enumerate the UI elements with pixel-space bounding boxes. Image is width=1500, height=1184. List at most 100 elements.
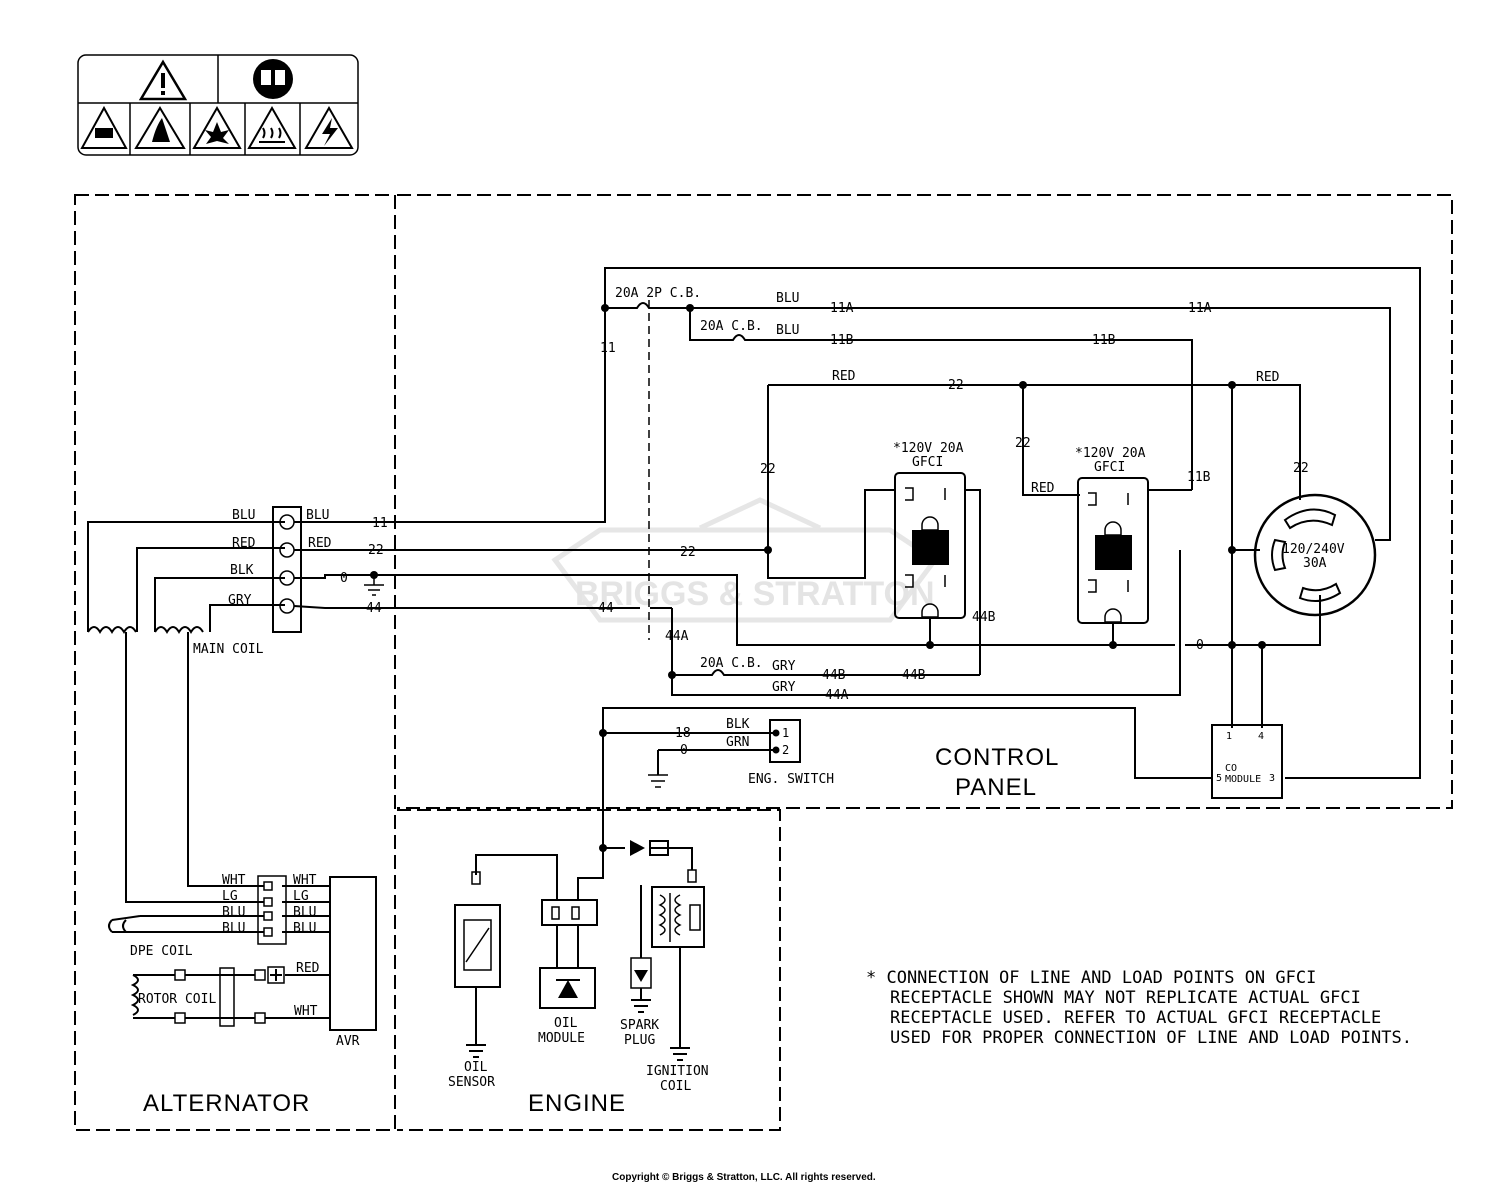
toxic-fumes-icon (80, 105, 128, 149)
label-pin: 3 (1269, 773, 1275, 784)
manual-book-icon (253, 59, 293, 99)
label-gfci: GFCI (912, 455, 943, 470)
co-module (602, 707, 1283, 848)
wire-label: 44A (825, 688, 849, 703)
wire-label: 11 (372, 516, 388, 531)
wire-label: 11B (830, 333, 854, 348)
wire-label: RED (1031, 481, 1055, 496)
label-spark-plug: PLUG (624, 1033, 655, 1048)
note-line: * CONNECTION OF LINE AND LOAD POINTS ON … (866, 968, 1316, 988)
label-gfci: GFCI (1094, 460, 1125, 475)
label-co-module: MODULE (1225, 774, 1261, 785)
wire-label: GRY (772, 680, 796, 695)
label-dpe-coil: DPE COIL (130, 944, 193, 959)
wire-label: 44B (902, 668, 926, 683)
label-pin: 5 (1216, 773, 1222, 784)
warning-triangle-icon (138, 59, 188, 101)
wire-label: 44 (598, 601, 614, 616)
label-gfci: *120V 20A (893, 441, 964, 456)
avr-section (108, 632, 377, 1031)
label-pin: 1 (1226, 731, 1232, 742)
main-coil (87, 521, 285, 634)
watermark: BRIGGS & STRATTON (551, 497, 939, 623)
wire-label: BLU (232, 508, 255, 523)
section-label-engine: ENGINE (528, 1090, 626, 1117)
label-co-module: CO (1225, 763, 1237, 774)
wire-label: LG (222, 889, 238, 904)
label-engine-switch: ENG. SWITCH (748, 772, 834, 787)
wire-label: 0 (680, 743, 688, 758)
label-breaker-20a: 20A C.B. (700, 656, 763, 671)
wire-label: 22 (680, 545, 696, 560)
wire-label: BLU (776, 323, 799, 338)
engine-switch (599, 719, 801, 788)
label-pin: 2 (782, 743, 789, 757)
wire-label: 44 (366, 601, 382, 616)
wire-label: WHT (293, 873, 317, 888)
wires-main (293, 267, 1421, 779)
label-ignition-coil: IGNITION (646, 1064, 709, 1079)
wire-label: LG (293, 889, 309, 904)
gfci-receptacle-1 (894, 472, 981, 675)
section-boundaries (74, 194, 1453, 1131)
label-oil-module: OIL (554, 1016, 578, 1031)
terminal-block (272, 506, 302, 633)
wire-label: 11A (1188, 301, 1212, 316)
wire-label: WHT (222, 873, 246, 888)
label-oil-sensor: SENSOR (448, 1075, 495, 1090)
wire-label: RED (232, 536, 256, 551)
wire-label: 22 (1293, 461, 1309, 476)
label-main-coil: MAIN COIL (193, 642, 264, 657)
wire-label: RED (1256, 370, 1280, 385)
wire-label: 11B (1092, 333, 1116, 348)
wire-label: 44B (822, 668, 846, 683)
wire-label: RED (308, 536, 332, 551)
footnote: * CONNECTION OF LINE AND LOAD POINTS ON … (866, 968, 1412, 1048)
wire-label: BLK (230, 563, 254, 578)
wire-label: 0 (1196, 638, 1204, 653)
hot-surface-icon (247, 105, 297, 149)
label-breaker-2p: 20A 2P C.B. (615, 286, 701, 301)
section-label-control-panel: CONTROL (935, 744, 1059, 771)
safety-symbols-panel (77, 54, 359, 156)
wire-label: BLU (293, 921, 316, 936)
copyright-notice: Copyright © Briggs & Stratton, LLC. All … (612, 1172, 876, 1183)
wire-label: 44A (665, 629, 689, 644)
label-ignition-coil: COIL (660, 1079, 691, 1094)
breaker-20a-bottom (668, 550, 1181, 696)
wire-label: BLU (222, 905, 245, 920)
twist-lock-receptacle (1228, 493, 1377, 728)
label-rotor-coil: ROTOR COIL (138, 992, 216, 1007)
gfci-receptacle-2 (1077, 477, 1192, 649)
wire-label: GRY (772, 659, 796, 674)
wire-label: BLK (726, 717, 750, 732)
label-twist-lock: 30A (1303, 556, 1327, 571)
wire-label: 11 (600, 341, 616, 356)
wire-label: GRN (726, 735, 749, 750)
wire-label: 44B (972, 610, 996, 625)
fire-icon (134, 106, 186, 149)
wire-label: GRY (228, 593, 252, 608)
engine-components (454, 840, 705, 1061)
wire-label: RED (296, 961, 320, 976)
wire-label: 22 (1015, 436, 1031, 451)
label-twist-lock: 120/240V (1282, 542, 1345, 557)
wire-label: BLU (293, 905, 316, 920)
wire-label: BLU (776, 291, 799, 306)
label-spark-plug: SPARK (620, 1018, 659, 1033)
label-gfci: *120V 20A (1075, 446, 1146, 461)
wire-label: 22 (948, 378, 964, 393)
label-pin: 4 (1258, 731, 1264, 742)
note-line: RECEPTACLE SHOWN MAY NOT REPLICATE ACTUA… (890, 988, 1361, 1008)
breaker-2p (601, 300, 1391, 640)
wires-22 (764, 381, 1301, 728)
label-avr: AVR (336, 1034, 360, 1049)
label-pin: 1 (782, 726, 789, 740)
label-breaker-20a: 20A C.B. (700, 319, 763, 334)
wire-label: WHT (294, 1004, 318, 1019)
label-oil-module: MODULE (538, 1031, 585, 1046)
explosion-icon (192, 105, 242, 149)
wire-label: RED (832, 369, 856, 384)
wire-label: BLU (222, 921, 245, 936)
